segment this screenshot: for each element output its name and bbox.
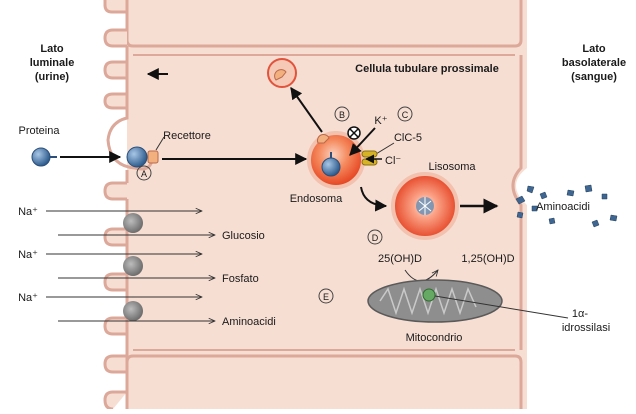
clc5-label: ClC-5	[394, 132, 422, 144]
brush-border-microvilli	[103, 0, 129, 411]
step-marker-e	[318, 288, 334, 304]
upper-cell-membrane	[125, 0, 523, 48]
mitochondrion-label: Mitocondrio	[406, 332, 463, 344]
vitd-active-label: 1,25(OH)D	[461, 253, 514, 265]
endosome-receptor	[316, 133, 330, 144]
receptor-label: Recettore	[163, 130, 211, 142]
amino-acids-in-label: Aminoacidi	[222, 316, 276, 328]
lysosome-label: Lisosoma	[428, 161, 476, 173]
endosome-protein-icon	[321, 157, 341, 177]
step-marker-b	[334, 106, 350, 122]
hydroxylase-icon	[422, 288, 436, 302]
step-marker-d	[367, 229, 383, 245]
basolateral-membrane	[511, 55, 523, 350]
basolateral-side-label-1: Lato	[582, 43, 606, 55]
na-ion-label: Na⁺	[18, 249, 38, 261]
amino-acids-out-label: Aminoacidi	[536, 201, 590, 213]
amino-acid-transporter	[123, 301, 143, 321]
luminal-side-label-1: Lato	[40, 43, 64, 55]
basolateral-side-label-2: basolaterale	[562, 57, 626, 69]
hydroxylase-label-2: idrossilasi	[562, 322, 610, 334]
phosphate-transporter	[123, 256, 143, 276]
basolateral-side-label-3: (sangue)	[571, 71, 617, 83]
na-ion-label: Na⁺	[18, 292, 38, 304]
sodium-cotransport: Na⁺ Glucosio Na⁺ Fosfato Na⁺ Aminoacidi	[18, 206, 276, 328]
hydroxylase-label-1: 1α-	[572, 308, 588, 320]
k-ion-label: K⁺	[374, 115, 387, 127]
recycled-receptor	[274, 69, 287, 81]
svg-text:A: A	[141, 169, 147, 179]
na-ion-label: Na⁺	[18, 206, 38, 218]
amino-acid-fragments	[515, 184, 618, 228]
vitd-precursor-label: 25(OH)D	[378, 253, 422, 265]
receptor-icon	[147, 150, 159, 164]
svg-text:B: B	[339, 110, 345, 120]
protein-label: Proteina	[19, 125, 61, 137]
phosphate-label: Fosfato	[222, 273, 259, 285]
luminal-side-label-3: (urine)	[35, 71, 70, 83]
endosome-label: Endosoma	[290, 193, 343, 205]
k-flux-arrow	[349, 127, 376, 156]
cl-ion-label: Cl⁻	[385, 155, 401, 167]
cell-title: Cellula tubulare prossimale	[355, 63, 499, 75]
bound-protein-icon	[126, 146, 148, 168]
endosome-to-lysosome-arrow	[360, 186, 388, 212]
glucose-label: Glucosio	[222, 230, 265, 242]
luminal-side-label-2: luminale	[30, 57, 75, 69]
step-marker-c	[397, 106, 413, 122]
svg-text:D: D	[372, 233, 379, 243]
mitochondrion	[367, 279, 503, 323]
yellow-pill-channel-icon	[361, 150, 378, 158]
step-marker-a	[136, 165, 152, 181]
svg-text:E: E	[323, 292, 329, 302]
protein-icon	[31, 147, 51, 167]
vesicle-to-recycling-arrow	[290, 87, 323, 133]
glucose-transporter	[123, 213, 143, 233]
svg-text:C: C	[402, 110, 409, 120]
